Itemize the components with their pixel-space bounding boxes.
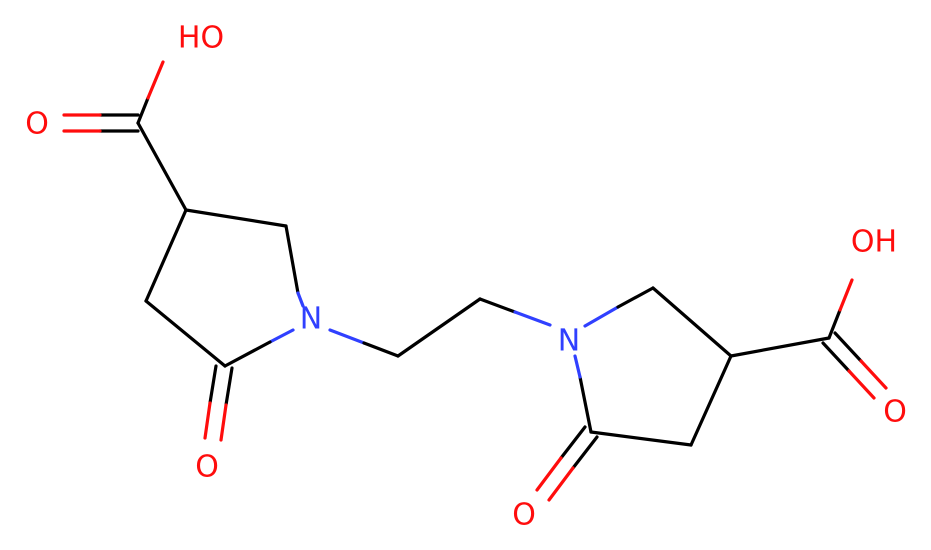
bond-cacid-o-right-1b: [847, 369, 876, 400]
bond-ch2-ch2: [396, 297, 482, 358]
atom-label-o-right-acid: O: [883, 395, 907, 430]
bond-n-c5-left-b: [223, 340, 272, 368]
bond-n-ch2-left-b: [362, 341, 400, 358]
bond-cacid-oh-left-a: [136, 96, 150, 125]
bond-cacid-o-right-2a: [833, 331, 863, 363]
atom-label-n-right: N: [558, 324, 580, 359]
atom-label-o-right-lactam: O: [512, 498, 536, 533]
right-ring: [535, 286, 733, 502]
atom-label-oh-left: HO: [178, 21, 224, 56]
bond-c4-n-left-a: [284, 224, 300, 295]
bond-c3-cacid-right: [729, 336, 831, 358]
bond-c2-c3-left: [144, 208, 188, 303]
bond-c3-cacid-left: [136, 121, 188, 212]
bond-lactam-left-1a: [208, 364, 218, 405]
atom-label-o-left-acid: O: [25, 107, 49, 142]
bond-c4-n-left-b: [296, 291, 305, 308]
bond-ch2-n-right-a: [478, 297, 517, 314]
bond-lactam-left-2b: [219, 403, 228, 442]
left-ring: [144, 208, 305, 442]
bond-lactam-right-2b: [547, 466, 575, 502]
atom-labels: HO O N O N OH O O: [25, 21, 907, 533]
bond-n-c2-right-a: [583, 305, 620, 328]
bond-cacid-oh-right-b: [838, 278, 854, 312]
bond-ch2-n-right-b: [513, 310, 552, 327]
atom-label-n-left: N: [300, 302, 322, 337]
bond-lactam-left-1b: [203, 401, 212, 440]
bond-lactam-right-1b: [535, 456, 563, 492]
atom-label-o-left-lactam: O: [195, 450, 219, 485]
bond-lactam-right-2a: [571, 435, 599, 470]
bond-cacid-o-right-1a: [821, 341, 851, 373]
bond-c3-c4-right: [689, 354, 733, 447]
bond-n-c2-right-b: [616, 286, 655, 309]
bond-c5-n-right-b: [573, 354, 582, 379]
bond-c5-c2-left: [144, 299, 227, 368]
bond-lactam-right-1a: [559, 425, 587, 460]
bond-c3-c4-left: [184, 208, 288, 228]
left-acid: [62, 60, 188, 212]
ethylene-linker: [328, 297, 552, 358]
bond-n-c5-left-a: [268, 328, 295, 344]
bond-n-ch2-left-a: [328, 328, 366, 345]
bond-c2-c3-right: [651, 286, 733, 358]
bond-c4-c5-right: [589, 430, 693, 447]
bond-lactam-left-2a: [224, 366, 234, 407]
bond-cacid-oh-left-b: [146, 60, 165, 100]
right-acid: [729, 278, 888, 400]
bond-c5-n-right-a: [578, 375, 593, 434]
bond-cacid-oh-right-a: [827, 308, 842, 340]
bond-cacid-o-right-2b: [859, 359, 888, 390]
atom-label-oh-right: OH: [851, 225, 897, 260]
